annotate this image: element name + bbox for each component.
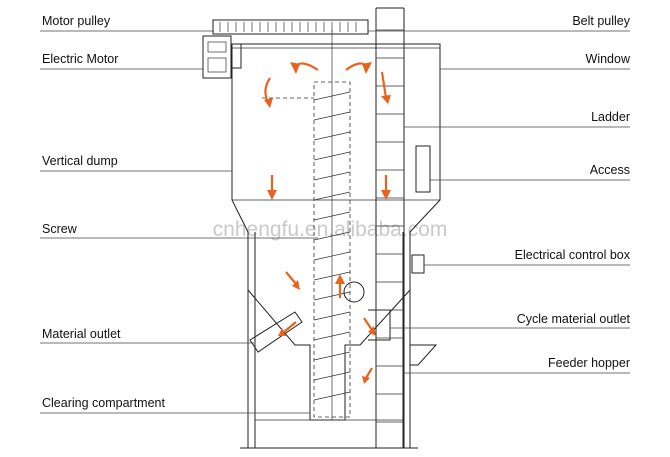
flow-arrows (264, 62, 391, 384)
label-vertical-dump: Vertical dump (42, 154, 118, 168)
electrical-control-box (411, 254, 425, 274)
belt-pulley-bar (212, 19, 369, 35)
label-clearing-compartment: Clearing compartment (42, 396, 165, 410)
label-electric-motor: Electric Motor (42, 52, 118, 66)
label-cycle-material-outlet: Cycle material outlet (517, 312, 631, 326)
label-belt-pulley: Belt pulley (572, 14, 630, 28)
mixer-machine (202, 7, 441, 449)
cycle-material-outlet (368, 309, 391, 341)
label-window: Window (586, 52, 631, 66)
label-motor-pulley: Motor pulley (42, 14, 111, 28)
access-door (415, 145, 431, 193)
ladder (375, 7, 405, 448)
labels-right: Belt pulley Window Ladder Access Electri… (515, 14, 631, 370)
feeder-hopper (410, 344, 438, 366)
material-outlet-chute (249, 311, 303, 353)
watermark: cnhengfu.en.alibaba.com (213, 218, 448, 241)
label-feeder-hopper: Feeder hopper (548, 356, 630, 370)
label-electrical-control-box: Electrical control box (515, 248, 631, 262)
label-material-outlet: Material outlet (42, 327, 121, 341)
label-ladder: Ladder (591, 110, 630, 124)
labels-left: Motor pulley Electric Motor Vertical dum… (42, 14, 165, 410)
label-screw: Screw (42, 222, 78, 236)
leader-lines (40, 30, 630, 414)
label-access: Access (590, 163, 630, 177)
